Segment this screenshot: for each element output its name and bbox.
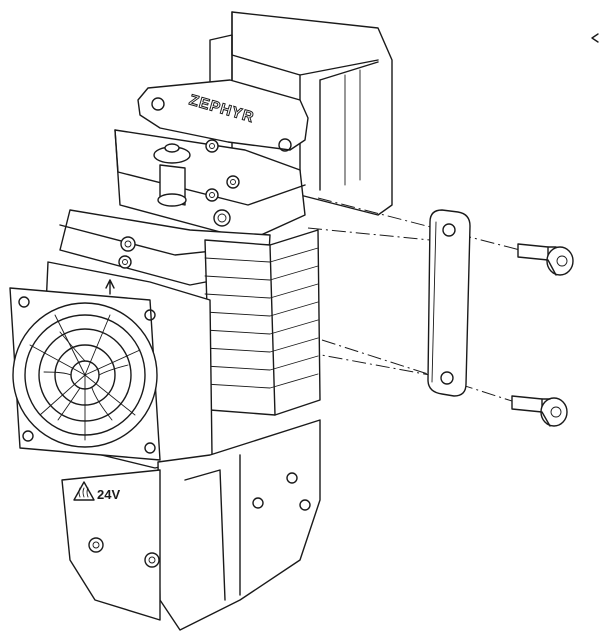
heatsink bbox=[204, 229, 321, 416]
mounting-screw-lower bbox=[511, 395, 568, 427]
page-marker-icon bbox=[591, 33, 599, 43]
mounting-screw-upper bbox=[517, 243, 574, 276]
cooling-fan bbox=[9, 261, 213, 469]
mounting-bracket bbox=[427, 209, 471, 397]
zephyr-mount-plate: ZEPHYR bbox=[137, 79, 309, 152]
filament-coupler bbox=[153, 143, 191, 207]
lower-shroud: 24V bbox=[61, 419, 321, 631]
hot-surface-warning-icon bbox=[73, 481, 95, 501]
airflow-arrow-icon bbox=[105, 279, 115, 295]
voltage-label: 24V bbox=[97, 487, 120, 502]
alignment-lines bbox=[304, 197, 521, 403]
